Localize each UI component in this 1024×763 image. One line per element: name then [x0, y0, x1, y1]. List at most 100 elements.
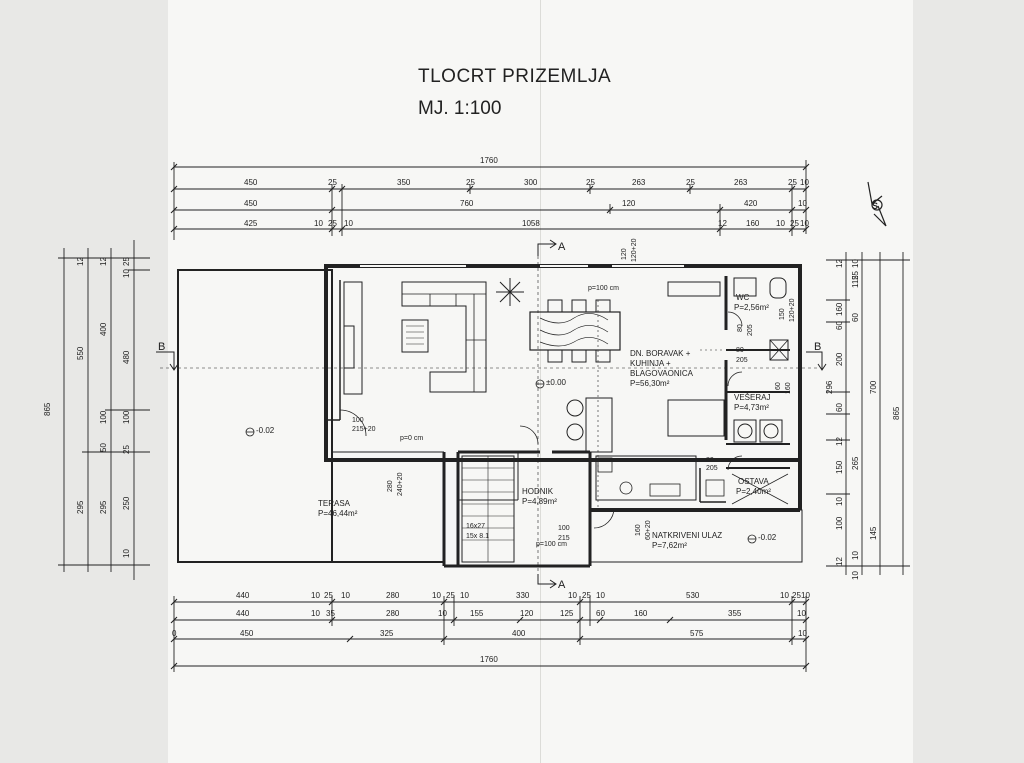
parapet-note: p=0 cm [400, 435, 423, 442]
bottom-dimension-lines [173, 596, 807, 672]
left-dim-text: 25 [122, 257, 131, 266]
room-labels: DN. BORAVAK + KUHINJA + BLAGOVAONICA P=5… [318, 293, 771, 550]
room-living-line2: KUHINJA + [630, 359, 671, 368]
room-living-name: DN. BORAVAK + [630, 349, 691, 358]
bottom-dim-text: 10 [311, 591, 320, 600]
top-dim-text: 420 [744, 199, 758, 208]
right-dim-text: 10 [851, 551, 860, 560]
opening-dim: 80 [737, 324, 744, 332]
bottom-dim-text: 155 [470, 609, 484, 618]
left-dim-text: 100 [122, 410, 131, 424]
left-dim-text: 12 [99, 257, 108, 266]
top-dim-text: 10 [344, 219, 353, 228]
bottom-dim-text: 10 [568, 591, 577, 600]
parapet-note: p=100 cm [536, 541, 567, 548]
left-dim-text: 550 [76, 346, 85, 360]
section-labels: A A B B [158, 241, 821, 591]
room-laundry-name: VEŠERAJ [734, 393, 770, 402]
top-dim-ticks [170, 163, 810, 233]
room-living-area: P=56,30m² [630, 379, 670, 388]
opening-dim: 60 [775, 382, 782, 390]
top-dim-text: 25 [788, 178, 797, 187]
right-dim-text: 10 [851, 571, 860, 580]
top-dim-text: 263 [632, 178, 646, 187]
opening-dim: 240+20 [397, 472, 404, 496]
room-wc-area: P=2,56m² [734, 303, 769, 312]
right-dim-text: 60 [851, 313, 860, 322]
left-dim-text: 25 [122, 445, 131, 454]
room-porch-name: NATKRIVENI ULAZ [652, 531, 722, 540]
top-dim-text: 350 [397, 178, 411, 187]
bottom-dim-text: 25 [324, 591, 333, 600]
stair-note: 16x27 [466, 523, 485, 530]
plan-walls [160, 250, 820, 580]
room-terrace-name: TERASA [318, 499, 351, 508]
bottom-dim-text: 10 [311, 609, 320, 618]
left-dim-text: 100 [99, 410, 108, 424]
opening-dim: 120 [621, 248, 628, 260]
right-dim-text: 12 [835, 259, 844, 268]
top-dimension-lines [173, 160, 807, 240]
top-dim-total: 1760 [480, 156, 498, 165]
bottom-dim-text: 280 [386, 609, 400, 618]
bottom-dim-text: 10 [780, 591, 789, 600]
drawing-scale: MJ. 1:100 [418, 98, 502, 119]
left-dimension-lines [58, 240, 150, 580]
right-dim-text: 100 [835, 516, 844, 530]
opening-dim: 120+20 [789, 298, 796, 322]
room-wc-name: WC [736, 293, 750, 302]
top-dim-text: 300 [524, 178, 538, 187]
opening-dim: 205 [747, 324, 754, 336]
room-hall-name: HODNIK [522, 487, 554, 496]
bottom-dim-text: 10 [798, 629, 807, 638]
right-dim-text: 265 [851, 456, 860, 470]
room-pantry-area: P=2,40m² [736, 487, 771, 496]
top-dim-text: 25 [328, 178, 337, 187]
right-dim-text: 10 [851, 259, 860, 268]
right-dim-text: 60 [835, 403, 844, 412]
right-dim-text: 60 [835, 321, 844, 330]
left-dim-text: 250 [122, 496, 131, 510]
left-dim-text: 10 [122, 549, 131, 558]
top-dim-text: 25 [466, 178, 475, 187]
right-dim-text: 115 [851, 275, 860, 288]
bottom-dim-text: 330 [516, 591, 530, 600]
top-dim-text: 10 [800, 219, 809, 228]
bottom-dim-text: 575 [690, 629, 704, 638]
bottom-dim-text: 120 [520, 609, 534, 618]
left-dim-texts: 865 550 295 12 400 100 50 295 12 480 100… [43, 257, 131, 558]
opening-annotations: p=100 cm p=0 cm p=100 cm 100 215+20 280 … [352, 238, 796, 548]
bottom-dim-text: 355 [728, 609, 742, 618]
opening-dim: 205 [736, 357, 748, 364]
level-entry: -0.02 [758, 533, 777, 542]
left-dim-text: 50 [99, 443, 108, 452]
right-dim-text: 25 [851, 271, 860, 280]
top-dim-text: 25 [328, 219, 337, 228]
bottom-dim-text: 10 [438, 609, 447, 618]
bottom-dim-text: 530 [686, 591, 700, 600]
right-dim-text: 150 [835, 460, 844, 474]
right-dim-text: 200 [835, 352, 844, 366]
opening-dim: 100 [558, 525, 570, 532]
paper-fold-line [540, 0, 541, 763]
bottom-dim-texts: 440 10 25 10 280 10 25 10 330 10 25 10 5… [172, 591, 810, 664]
north-arrow-icon [867, 181, 887, 227]
top-dim-text: 425 [244, 219, 258, 228]
bottom-dim-text: 10 [596, 591, 605, 600]
bottom-dim-text: 10 [432, 591, 441, 600]
level-terrace: -0.02 [256, 426, 275, 435]
opening-dim: 80 [736, 347, 744, 354]
top-dim-text: 160 [746, 219, 760, 228]
opening-dim: 215+20 [352, 426, 376, 433]
section-b-left: B [158, 341, 165, 353]
room-porch-area: P=7,62m² [652, 541, 687, 550]
bottom-dim-text: 125 [560, 609, 574, 618]
bottom-dim-text: 325 [380, 629, 394, 638]
top-dim-text: 120 [622, 199, 636, 208]
opening-dim: 205 [706, 465, 718, 472]
level-living: ±0.00 [546, 378, 567, 387]
opening-dim: 120+20 [631, 238, 638, 262]
bottom-dim-text: 10 [801, 591, 810, 600]
bottom-dim-text: 10 [341, 591, 350, 600]
right-dimension-lines [826, 252, 910, 575]
